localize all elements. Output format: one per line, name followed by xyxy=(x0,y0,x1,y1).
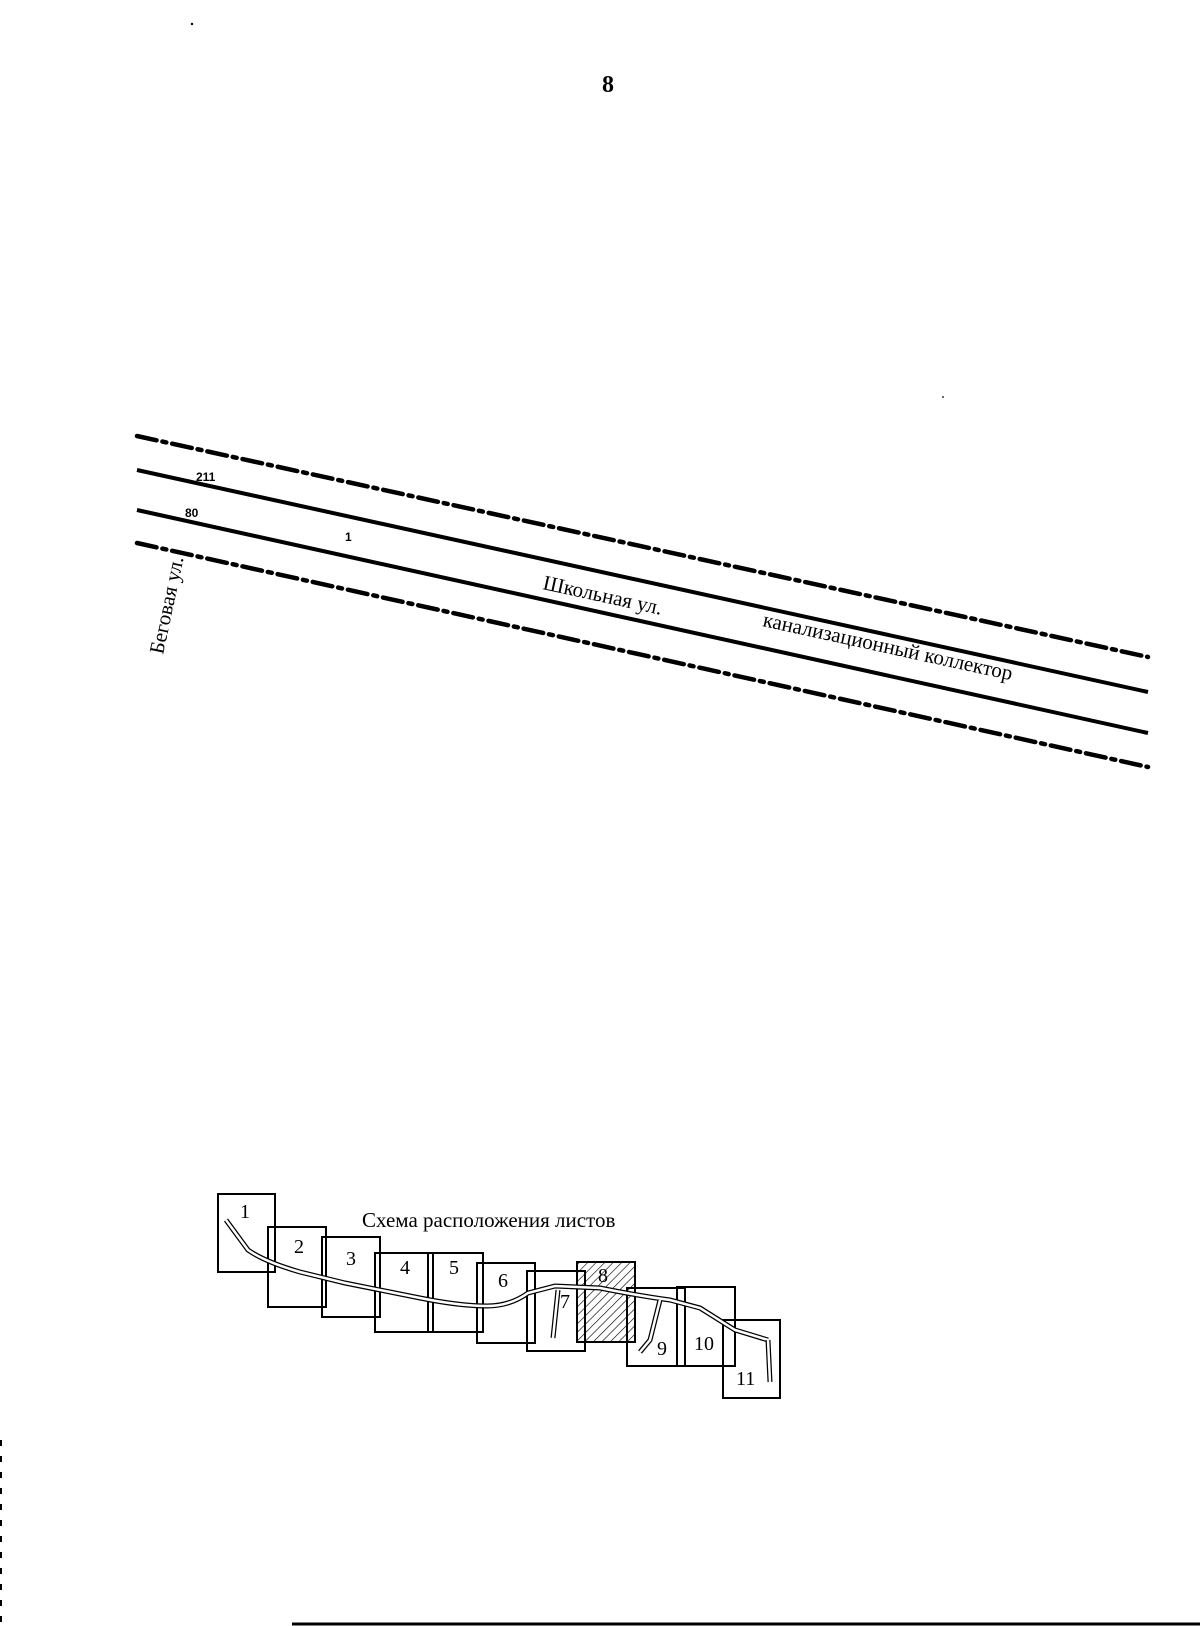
sheet-box-7 xyxy=(526,1270,586,1352)
sheet-number-7: 7 xyxy=(560,1291,570,1313)
sheet-box-1 xyxy=(217,1193,276,1273)
sheet-number-9: 9 xyxy=(657,1338,667,1360)
sheet-number-8: 8 xyxy=(598,1265,608,1287)
sheet-box-11 xyxy=(722,1319,781,1399)
sheet-number-10: 10 xyxy=(694,1333,714,1355)
street-boundary-top xyxy=(134,433,1151,660)
collector-line-top xyxy=(136,468,1149,694)
marker-1: 1 xyxy=(345,530,352,544)
marker-80: 80 xyxy=(185,506,199,520)
sheet-number-6: 6 xyxy=(498,1270,508,1292)
sheet-number-3: 3 xyxy=(346,1248,356,1270)
sheet-number-1: 1 xyxy=(240,1201,250,1223)
sheet-number-11: 11 xyxy=(736,1368,755,1390)
scan-dot xyxy=(942,396,944,398)
sheet-number-4: 4 xyxy=(400,1257,410,1279)
route-branch-7-inner xyxy=(551,1289,560,1339)
scheme-title: Схема расположения листов xyxy=(362,1208,615,1232)
marker-211: 211 xyxy=(196,470,216,484)
sheet-8-hatch xyxy=(577,1262,635,1342)
collector-line-bottom xyxy=(136,508,1149,735)
sheet-box-2 xyxy=(267,1226,327,1308)
scan-dot xyxy=(190,22,194,26)
route-branch-11-inner xyxy=(766,1339,772,1383)
label-begovaya-street: Беговая ул. xyxy=(144,554,188,656)
sheet-box-5 xyxy=(427,1252,484,1333)
sheet-box-4 xyxy=(374,1252,434,1333)
sheet-number-2: 2 xyxy=(294,1236,304,1258)
sheet-box-10 xyxy=(676,1286,736,1367)
page-number: 8 xyxy=(602,72,614,98)
sheet-number-5: 5 xyxy=(449,1257,459,1279)
sheet-box-9 xyxy=(626,1287,686,1367)
sheet-box-6 xyxy=(476,1262,536,1344)
route-branch-9-inner xyxy=(639,1299,662,1353)
route-trace-inner xyxy=(224,1219,769,1342)
route-trace xyxy=(223,1218,769,1343)
street-boundary-bottom xyxy=(134,540,1151,770)
sheet-box-8 xyxy=(576,1261,636,1343)
sheet-layout-scheme: Схема расположения листов xyxy=(217,1193,781,1399)
